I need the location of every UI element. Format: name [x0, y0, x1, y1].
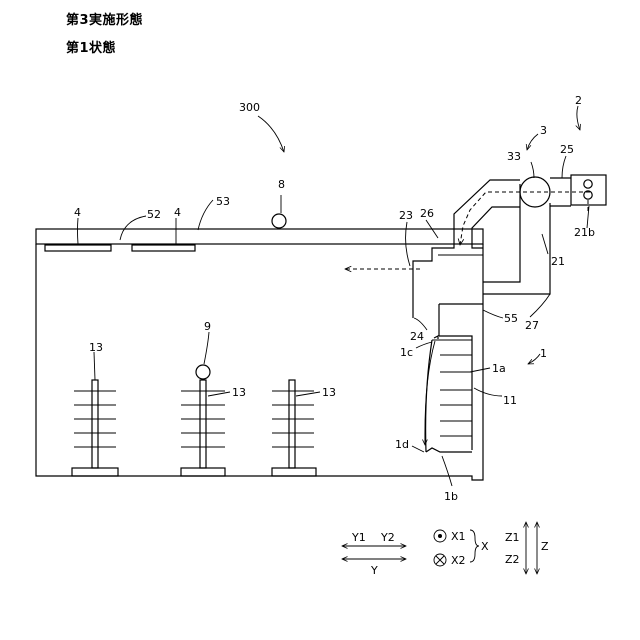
label-8: 8 — [278, 178, 285, 191]
room-body — [36, 229, 483, 480]
label-1b: 1b — [444, 490, 458, 503]
label-21: 21 — [551, 255, 565, 268]
label-13-middle: 13 — [232, 386, 246, 399]
axis-x-label: X — [481, 540, 489, 553]
light-4-right — [132, 245, 195, 251]
unit-11 — [425, 304, 483, 452]
out-of-page-dot-icon — [438, 534, 442, 538]
label-9: 9 — [204, 320, 211, 333]
label-25: 25 — [560, 143, 574, 156]
duct-21 — [413, 180, 550, 318]
label-3: 3 — [540, 124, 547, 137]
axis-y2-label: Y2 — [380, 531, 395, 544]
label-27: 27 — [525, 319, 539, 332]
label-33: 33 — [507, 150, 521, 163]
label-23: 23 — [399, 209, 413, 222]
label-4-left: 4 — [74, 206, 81, 219]
rack-13-left — [72, 380, 118, 476]
axis-y1-label: Y1 — [351, 531, 366, 544]
label-26: 26 — [420, 207, 434, 220]
label-1a: 1a — [492, 362, 506, 375]
label-52: 52 — [147, 208, 161, 221]
sensor-9 — [196, 365, 210, 379]
axis-z-label: Z — [541, 540, 549, 553]
label-1d: 1d — [395, 438, 409, 451]
axis-y-label: Y — [370, 564, 378, 577]
label-13-left: 13 — [89, 341, 103, 354]
x-brace — [470, 530, 479, 562]
label-2: 2 — [575, 94, 582, 107]
label-4-right: 4 — [174, 206, 181, 219]
leader-lines — [78, 106, 590, 486]
light-4-left — [45, 245, 111, 251]
label-21b: 21b — [574, 226, 595, 239]
label-53: 53 — [216, 195, 230, 208]
label-24: 24 — [410, 330, 424, 343]
label-55: 55 — [504, 312, 518, 325]
label-11: 11 — [503, 394, 517, 407]
rack-13-right — [272, 380, 316, 476]
label-1c: 1c — [400, 346, 413, 359]
into-page-cross-icon — [436, 556, 444, 564]
axis-z2-label: Z2 — [505, 553, 520, 566]
axis-z1-label: Z1 — [505, 531, 520, 544]
label-300: 300 — [239, 101, 260, 114]
label-1: 1 — [540, 347, 547, 360]
label-13-right: 13 — [322, 386, 336, 399]
sensor-8 — [272, 214, 286, 228]
axis-x2-label: X2 — [451, 554, 466, 567]
axis-legend: Y1 Y2 Y X1 X2 X Z1 Z2 Z — [342, 522, 549, 577]
axis-x1-label: X1 — [451, 530, 466, 543]
